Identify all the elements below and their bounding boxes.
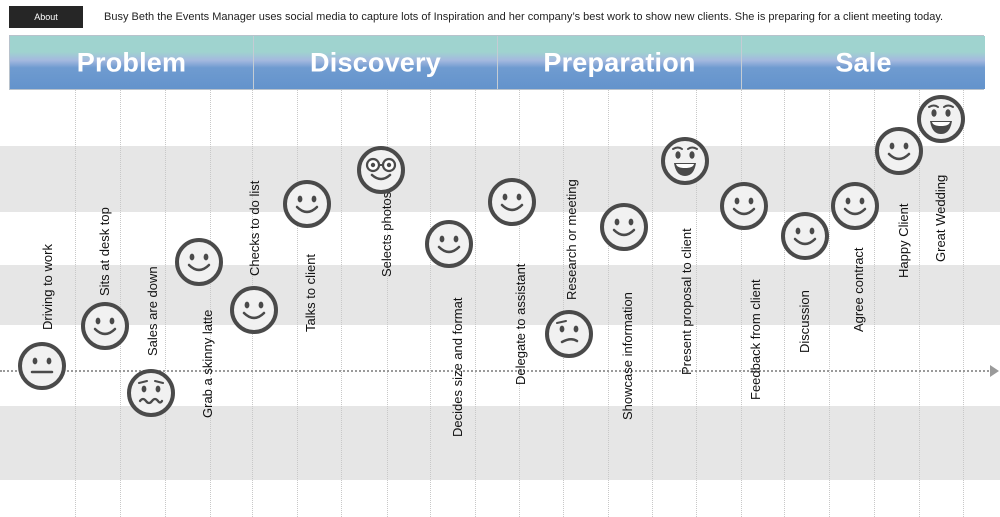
grid-line xyxy=(652,90,653,517)
excited-face-icon xyxy=(916,94,966,144)
timeline-axis xyxy=(0,370,992,372)
grid-line xyxy=(475,90,476,517)
band-row xyxy=(0,406,1000,480)
grid-line xyxy=(608,90,609,517)
glasses-face-icon xyxy=(356,145,406,195)
grid-line xyxy=(210,90,211,517)
grid-line xyxy=(696,90,697,517)
excited-face-icon xyxy=(660,136,710,186)
smiling-face-icon xyxy=(229,285,279,335)
grid-line xyxy=(741,90,742,517)
phase-preparation: Preparation xyxy=(498,36,742,89)
grid-line xyxy=(784,90,785,517)
grid-line xyxy=(120,90,121,517)
phase-discovery: Discovery xyxy=(254,36,498,89)
grid-line xyxy=(297,90,298,517)
smiling-face-icon xyxy=(487,177,537,227)
phase-bar: Problem Discovery Preparation Sale xyxy=(9,35,985,90)
smiling-face-icon xyxy=(174,237,224,287)
smiling-face-icon xyxy=(780,211,830,261)
grid-line xyxy=(563,90,564,517)
smiling-face-icon xyxy=(424,219,474,269)
grid-line xyxy=(341,90,342,517)
about-button[interactable]: About xyxy=(9,6,83,28)
confused-face-icon xyxy=(544,309,594,359)
grid-line xyxy=(75,90,76,517)
grid-line xyxy=(919,90,920,517)
phase-label: Sale xyxy=(835,47,892,77)
timeline-arrow-icon xyxy=(990,365,999,377)
phase-problem: Problem xyxy=(10,36,254,89)
intro-text: Busy Beth the Events Manager uses social… xyxy=(104,11,944,23)
grid-line xyxy=(430,90,431,517)
phase-label: Problem xyxy=(76,47,187,77)
smiling-face-icon xyxy=(874,126,924,176)
grid-line xyxy=(165,90,166,517)
smiling-face-icon xyxy=(830,181,880,231)
phase-label: Discovery xyxy=(310,47,441,77)
grid-line xyxy=(519,90,520,517)
smiling-face-icon xyxy=(599,202,649,252)
smiling-face-icon xyxy=(80,301,130,351)
grid-line xyxy=(963,90,964,517)
grid-line xyxy=(387,90,388,517)
worried-face-icon xyxy=(126,368,176,418)
grid-line xyxy=(874,90,875,517)
band-row xyxy=(0,265,1000,325)
smiling-face-icon xyxy=(282,179,332,229)
phase-label: Preparation xyxy=(543,47,696,77)
phase-sale: Sale xyxy=(742,36,985,89)
smiling-face-icon xyxy=(719,181,769,231)
grid-line xyxy=(829,90,830,517)
neutral-face-icon xyxy=(17,341,67,391)
